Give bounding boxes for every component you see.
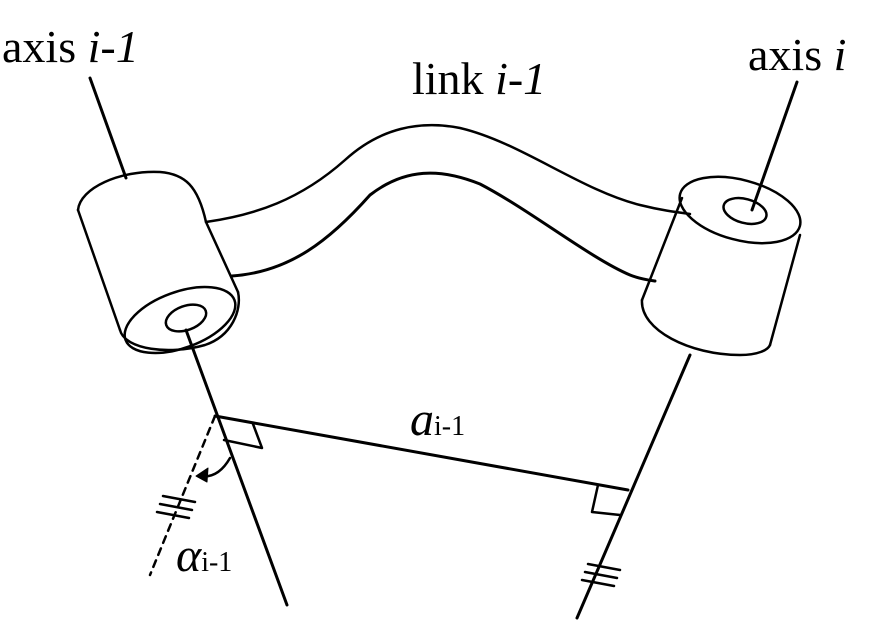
left-bearing [76, 170, 241, 355]
axis-curr-line-lower [575, 353, 692, 620]
right-angle-marker-left [222, 422, 264, 450]
common-normal-line [213, 414, 630, 492]
link-arm [204, 123, 692, 224]
link-twist-label: αi-1 [176, 532, 232, 580]
parallel-marks-axis-i [580, 562, 622, 588]
link-length-symbol: a [410, 393, 434, 446]
right-angle-marker-right [590, 483, 622, 517]
link-twist-symbol: α [176, 529, 202, 582]
right-bearing [640, 175, 802, 357]
projected-axis-dashed [148, 414, 217, 577]
axis-curr-line-upper [750, 80, 799, 212]
parallel-marks-dashed [155, 494, 197, 520]
link-twist-subscript: i-1 [201, 547, 233, 578]
axis-curr-word: axis [748, 29, 823, 80]
axis-prev-label: axis i-1 [2, 24, 139, 70]
link-var: i-1 [495, 53, 547, 104]
axis-curr-label: axis i [748, 32, 846, 78]
axis-curr-var: i [833, 29, 847, 80]
axis-prev-line-upper [88, 76, 128, 180]
axis-prev-var: i-1 [87, 21, 139, 72]
link-arm-lower [230, 171, 657, 283]
link-label: link i-1 [412, 56, 546, 102]
link-length-label: ai-1 [410, 396, 465, 444]
twist-angle-arrowhead [195, 467, 209, 483]
link-length-subscript: i-1 [434, 411, 466, 442]
link-word: link [412, 53, 484, 104]
axis-prev-line-lower [184, 328, 289, 607]
axis-prev-word: axis [2, 21, 77, 72]
